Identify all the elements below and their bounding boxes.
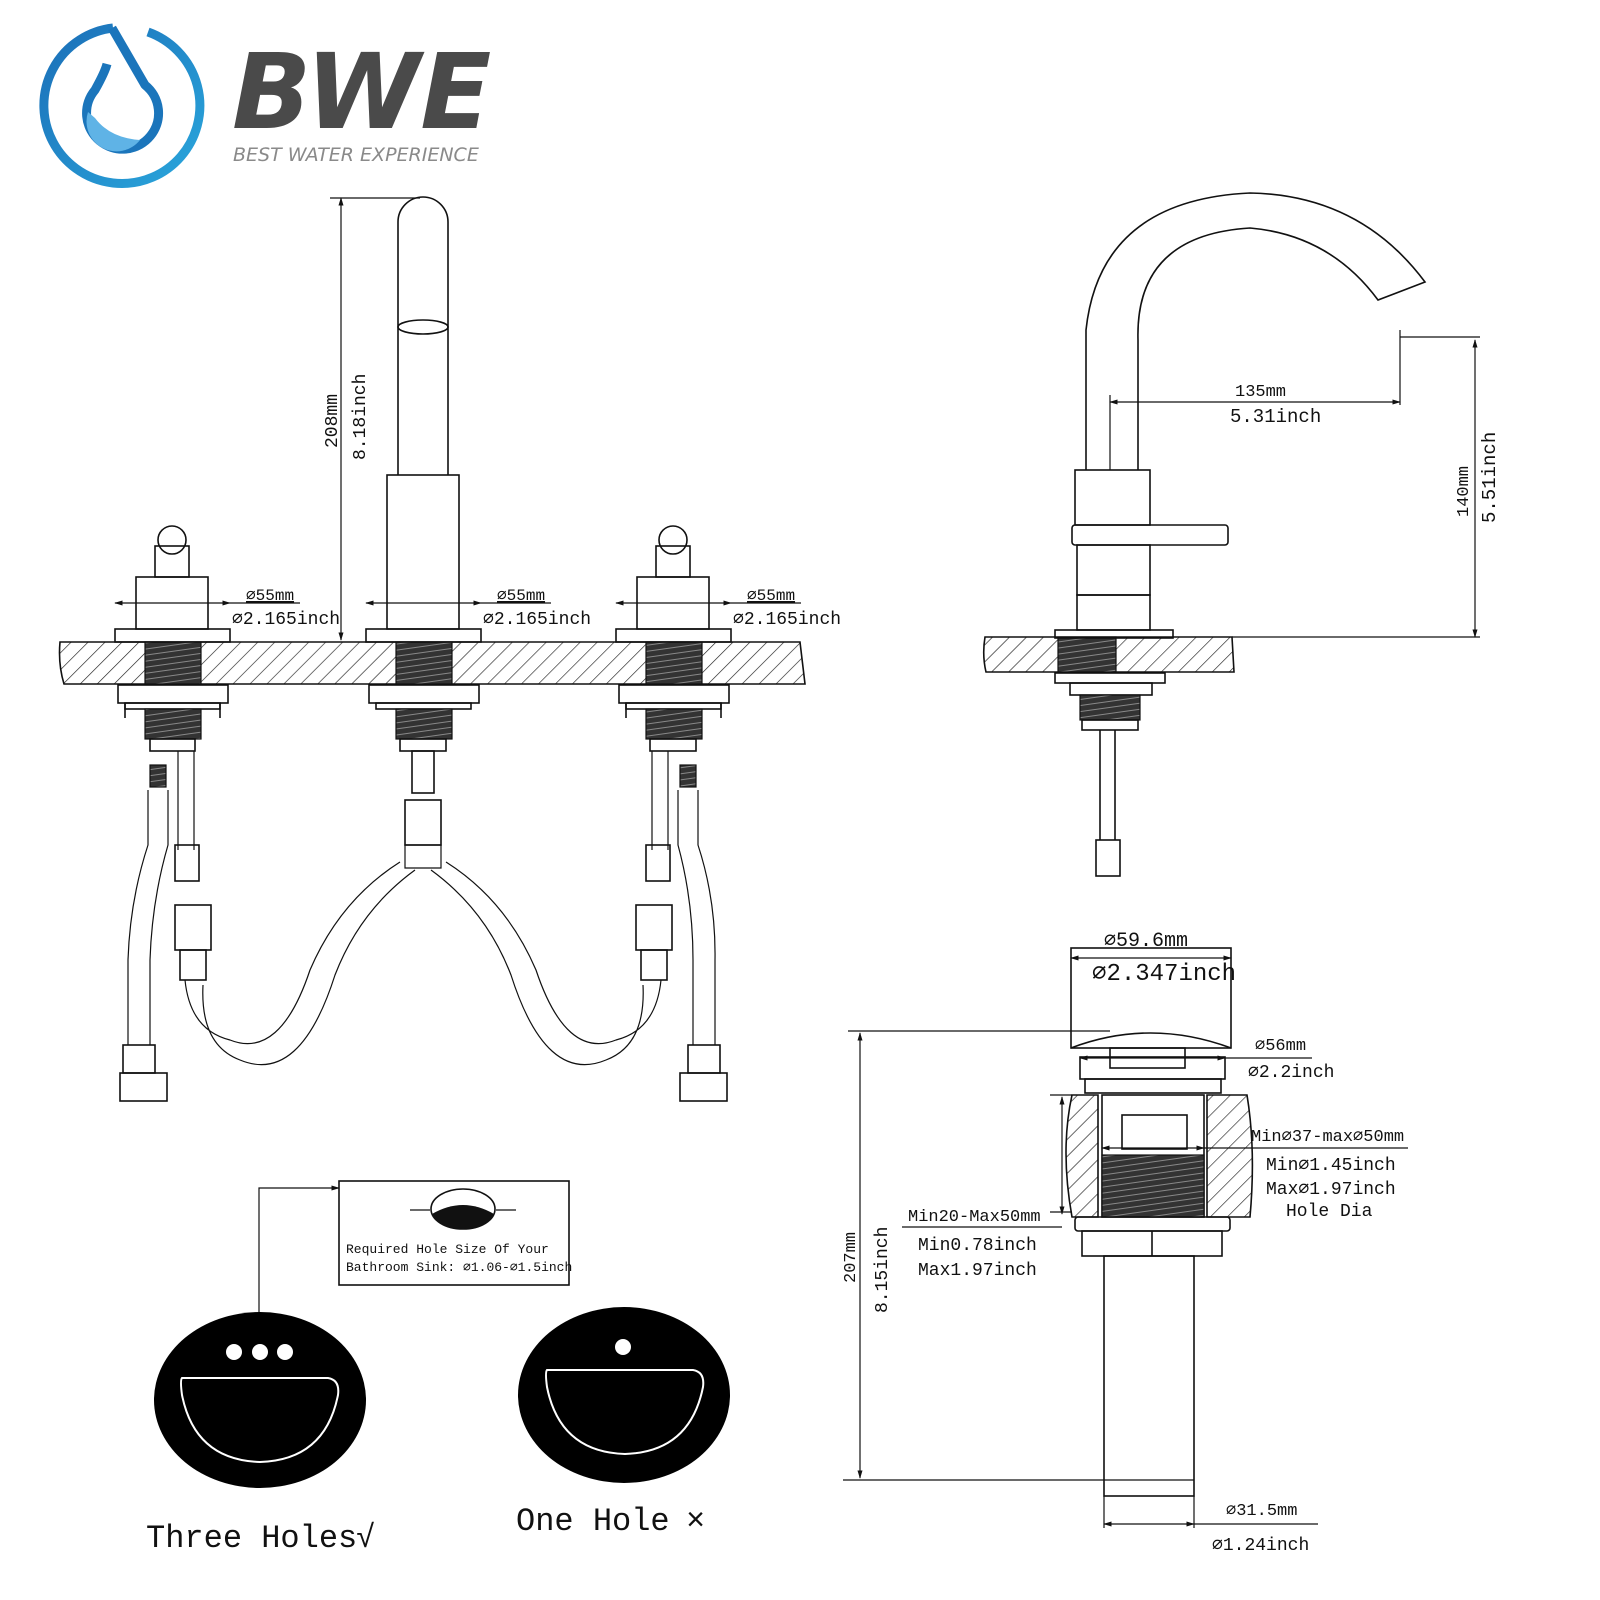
thread (144, 641, 202, 685)
note-line-2: Bathroom Sink: ⌀1.06-⌀1.5inch (346, 1260, 572, 1275)
side-view: 135mm 5.31inch 140mm 5.51inch (982, 192, 1501, 877)
hole-mm-label: Min⌀37-max⌀50mm (1251, 1128, 1404, 1147)
spout-height-in-label: 5.51inch (1479, 432, 1501, 523)
cross-mark-icon: × (686, 1503, 705, 1540)
thread (395, 641, 453, 685)
base-mm-label: ⌀55mm (747, 587, 795, 605)
one-hole-label: One Hole (516, 1503, 670, 1540)
flange-mm-label: ⌀56mm (1255, 1037, 1306, 1056)
under-counter-hardware (117, 684, 730, 794)
flange-in-label: ⌀2.2inch (1248, 1063, 1334, 1083)
center-spout (365, 196, 482, 643)
thickness-mm-label: Min20-Max50mm (908, 1208, 1041, 1227)
supply-hoses (119, 751, 728, 1102)
base-dimension-left: ⌀55mm ⌀2.165inch (114, 587, 340, 630)
tail-mm-label: ⌀31.5mm (1226, 1502, 1297, 1521)
base-in-label: ⌀2.165inch (733, 610, 841, 630)
reach-in-label: 5.31inch (1230, 406, 1321, 428)
check-mark-icon: √ (356, 1520, 375, 1557)
height-in-label: 8.18inch (351, 374, 371, 460)
height-mm-label: 208mm (323, 394, 343, 448)
hole-size-note: Required Hole Size Of Your Bathroom Sink… (258, 1180, 572, 1320)
brand-logo: BWE BEST WATER EXPERIENCE (39, 23, 491, 188)
pop-up-drain: ⌀59.6mm ⌀2.347inch ⌀56mm ⌀2.2inch Min⌀37… (842, 930, 1408, 1556)
cap-mm-label: ⌀59.6mm (1104, 930, 1188, 953)
brand-name: BWE (232, 31, 491, 153)
water-drop-icon (39, 23, 205, 188)
reach-mm-label: 135mm (1235, 383, 1286, 402)
base-mm-label: ⌀55mm (246, 587, 294, 605)
total-in-label: 8.15inch (873, 1227, 893, 1313)
right-handle (615, 525, 732, 643)
tailpiece (1103, 1255, 1195, 1497)
brand-tagline: BEST WATER EXPERIENCE (233, 144, 479, 166)
tail-in-label: ⌀1.24inch (1212, 1536, 1309, 1556)
spout-height-mm-label: 140mm (1455, 466, 1474, 517)
note-line-1: Required Hole Size Of Your (346, 1242, 549, 1257)
base-in-label: ⌀2.165inch (232, 610, 340, 630)
thickness-in-min-label: Min0.78inch (918, 1236, 1037, 1256)
sink-three-holes: Three Holes √ (146, 1312, 375, 1557)
base-dimension-center: ⌀55mm ⌀2.165inch (365, 587, 591, 630)
left-handle (114, 525, 231, 643)
hole-in-min-label: Min⌀1.45inch (1266, 1156, 1396, 1176)
base-in-label: ⌀2.165inch (483, 610, 591, 630)
hole-in-max-label: Max⌀1.97inch (1266, 1180, 1396, 1200)
hole-dia-label: Hole Dia (1286, 1202, 1373, 1222)
total-mm-label: 207mm (842, 1232, 861, 1283)
thread (645, 641, 703, 685)
three-holes-label: Three Holes (146, 1520, 357, 1557)
lever-handle (1071, 524, 1229, 546)
base-mm-label: ⌀55mm (497, 587, 545, 605)
sink-one-hole: One Hole × (516, 1307, 730, 1540)
front-view: 208mm 8.18inch ⌀55mm ⌀2.165inch ⌀55mm ⌀2… (58, 196, 841, 1102)
thickness-in-max-label: Max1.97inch (918, 1261, 1037, 1281)
base-dimension-right: ⌀55mm ⌀2.165inch (615, 587, 841, 630)
cap-in-label: ⌀2.347inch (1092, 961, 1236, 988)
